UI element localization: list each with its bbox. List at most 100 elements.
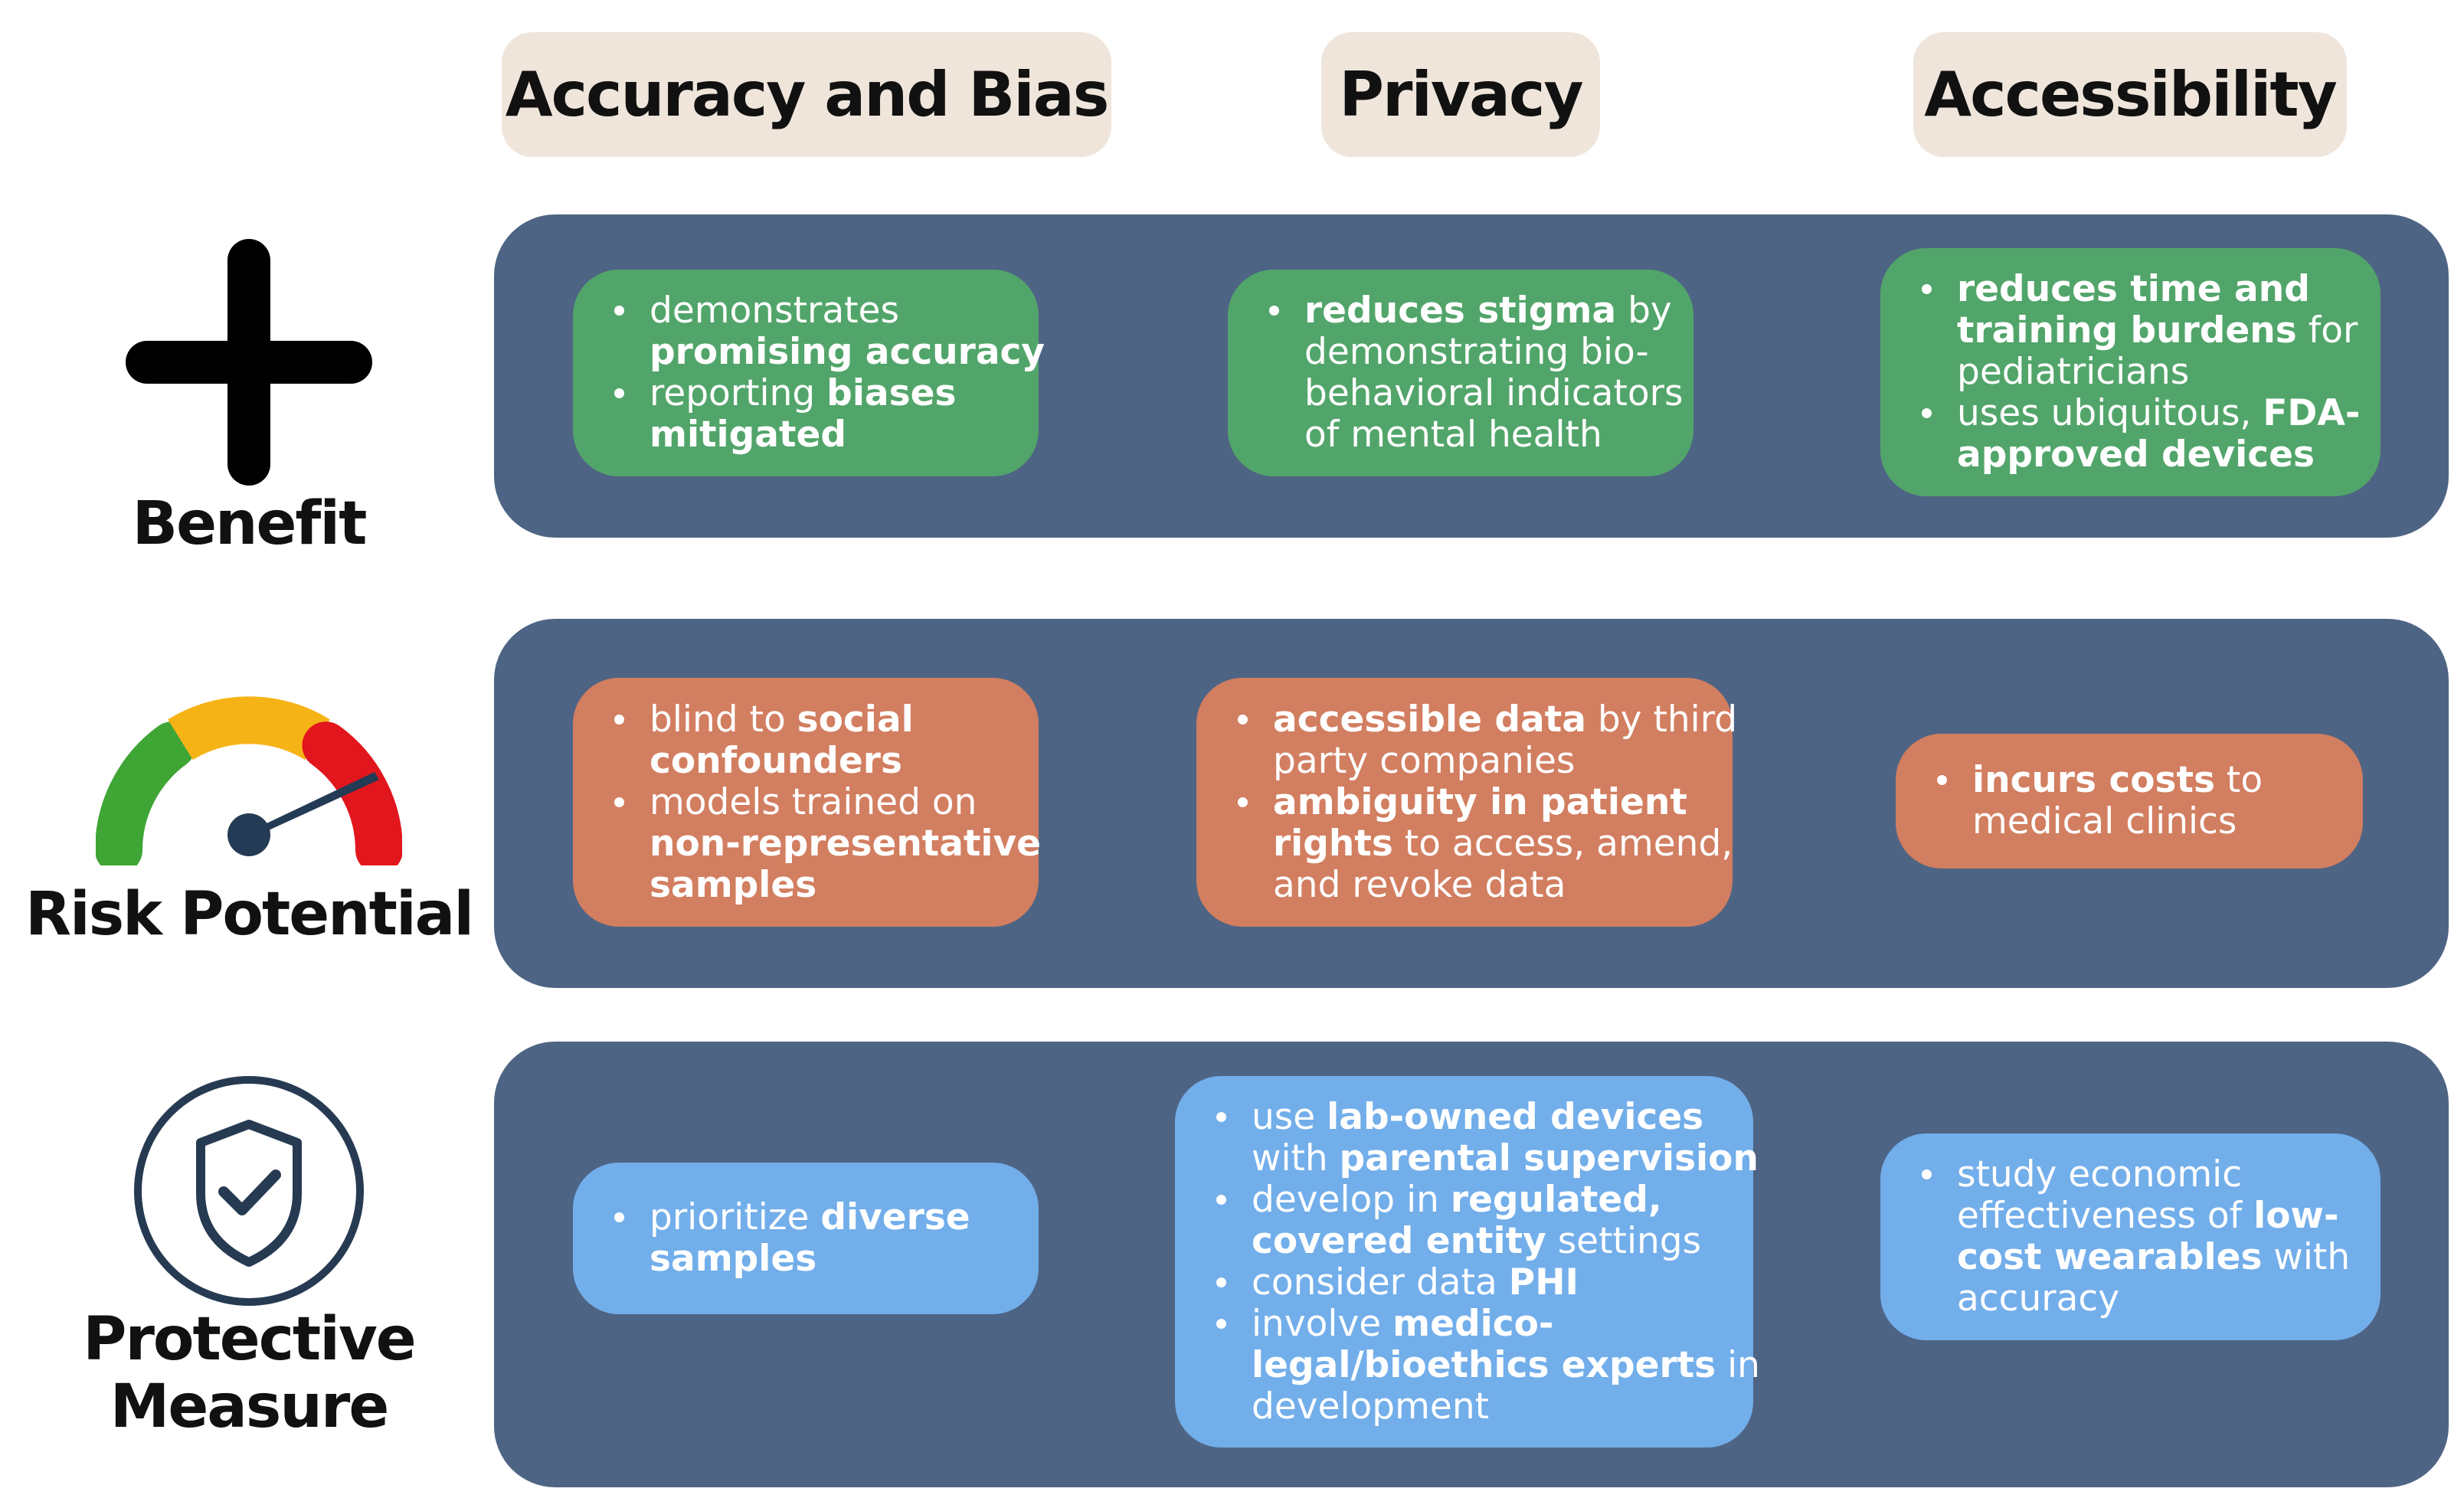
text: party companies <box>1273 739 1576 782</box>
bold-text: approved devices <box>1957 433 2315 476</box>
text: development <box>1252 1385 1490 1428</box>
bold-text: FDA- <box>2263 392 2361 434</box>
bold-text: ambiguity in patient <box>1273 780 1687 823</box>
row-label-benefit: Benefit <box>31 490 467 558</box>
bullet-line: and revoke data <box>1273 864 1714 906</box>
bold-text: low- <box>2253 1195 2339 1237</box>
bold-text: confounders <box>650 739 902 782</box>
bold-text: rights <box>1273 822 1393 865</box>
bold-text: PHI <box>1508 1261 1579 1304</box>
text: pediatricians <box>1957 351 2190 393</box>
text: to <box>2214 759 2263 801</box>
bullet-line: promising accuracy <box>650 332 1045 373</box>
bullet-line: of mental health <box>1304 414 1675 456</box>
bullet-line: accuracy <box>1957 1278 2362 1320</box>
bullet-line: use lab-owned devices <box>1252 1095 1735 1138</box>
row-label-line: Risk Potential <box>25 880 474 949</box>
text: medical clinics <box>1972 800 2237 842</box>
bold-text: covered entity <box>1252 1219 1546 1262</box>
bullet-line: non-representative <box>650 823 1041 865</box>
bullet-line: approved devices <box>1957 434 2362 476</box>
text: uses ubiquitous, <box>1957 392 2263 434</box>
text: reporting <box>650 372 827 414</box>
bold-text: samples <box>650 863 817 906</box>
bullet-line: legal/bioethics experts in <box>1252 1343 1760 1386</box>
bold-text: cost wearables <box>1957 1236 2263 1278</box>
bullet-line: involve medico- <box>1252 1302 1735 1345</box>
gauge-icon <box>96 674 402 865</box>
column-header-privacy: Privacy <box>1321 32 1600 157</box>
bullet-line: models trained on <box>650 781 1020 823</box>
bullet-line: confounders <box>650 739 1020 782</box>
row-label-protective-measure: Protective Measure <box>31 1306 467 1441</box>
bold-text: samples <box>650 1238 817 1280</box>
bold-text: reduces stigma <box>1304 289 1617 332</box>
text: prioritize <box>650 1196 821 1238</box>
shield-check-icon <box>130 1072 368 1310</box>
bullet-line: blind to social <box>650 698 1020 741</box>
row-label-line: Measure <box>110 1372 389 1442</box>
bullet-line: develop in regulated, <box>1252 1179 1735 1221</box>
text: involve <box>1252 1302 1393 1345</box>
text: blind to <box>650 698 797 741</box>
column-header-accuracy-and-bias: Accuracy and Bias <box>502 32 1111 157</box>
bold-text: legal/bioethics experts <box>1252 1343 1716 1386</box>
text: for <box>2296 309 2358 352</box>
row-label-risk-potential: Risk Potential <box>23 881 475 948</box>
bullet-line: cost wearables with <box>1957 1237 2362 1278</box>
text: by <box>1616 289 1672 332</box>
bullet-line: pediatricians <box>1957 352 2362 393</box>
bullet-line: reporting biases <box>650 373 1020 414</box>
bullet-item: uses ubiquitous, FDA-approved devices <box>1922 392 2362 476</box>
bold-text: regulated, <box>1450 1178 1662 1221</box>
bold-text: diverse <box>820 1196 970 1238</box>
bullet-item: involve medico-legal/bioethics experts i… <box>1216 1302 1760 1428</box>
text: use <box>1252 1095 1327 1138</box>
bullet-line: accessible data by third <box>1273 698 1737 741</box>
text: with <box>2262 1236 2351 1278</box>
column-header-accessibility: Accessibility <box>1913 32 2347 157</box>
plus-icon <box>123 236 375 489</box>
text: demonstrating bio- <box>1304 331 1649 373</box>
bullet-line: samples <box>650 1238 1020 1280</box>
bold-text: biases <box>826 372 957 414</box>
text: with <box>1252 1137 1340 1179</box>
bullet-line: party companies <box>1273 739 1714 782</box>
text: by third <box>1585 698 1738 741</box>
bullet-line: mitigated <box>650 414 1020 456</box>
bold-text: parental supervision <box>1339 1137 1759 1179</box>
text: effectiveness of <box>1957 1195 2254 1237</box>
bullet-line: samples <box>650 863 1020 906</box>
bullet-line: reduces stigma by <box>1304 290 1675 332</box>
text: develop in <box>1252 1178 1451 1221</box>
row-label-line: Protective <box>83 1305 416 1374</box>
bullet-line: training burdens for <box>1957 310 2362 352</box>
bold-text: mitigated <box>650 414 847 456</box>
bold-text: social <box>797 698 914 741</box>
bold-text: incurs costs <box>1972 759 2215 801</box>
bullet-line: medical clinics <box>1972 801 2345 842</box>
bold-text: non-representative <box>650 822 1042 865</box>
